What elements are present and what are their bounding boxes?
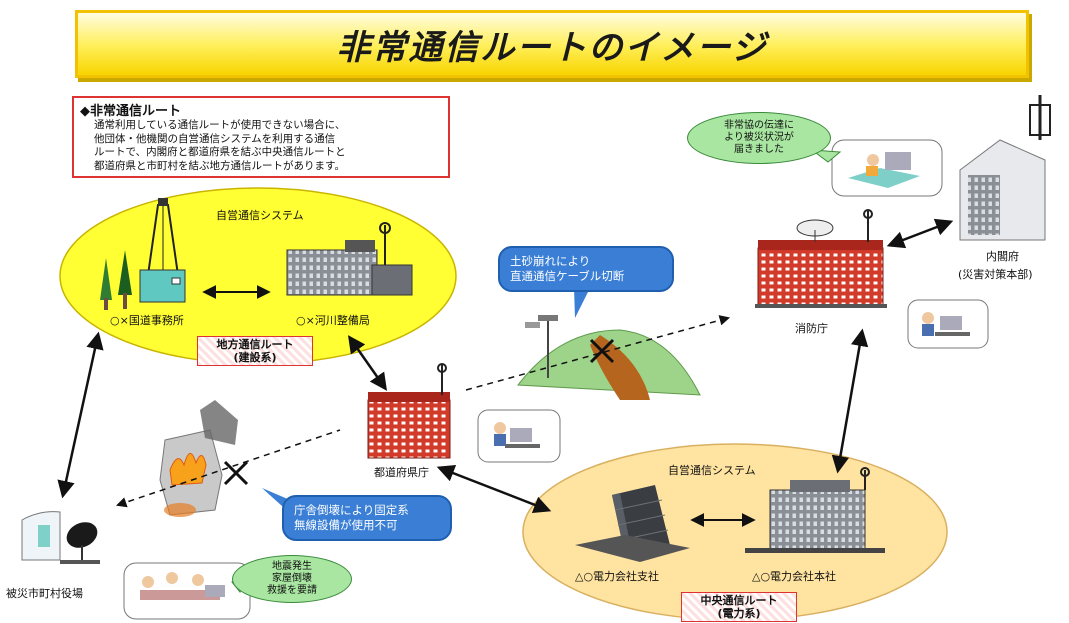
river-office-label: ○×河川整備局 xyxy=(296,314,370,327)
description-line: 都道府県と市町村を結ぶ地方通信ルートがあります。 xyxy=(94,159,345,172)
page-title: 非常通信ルートのイメージ xyxy=(336,27,768,68)
operator-inset-prefecture xyxy=(477,409,561,463)
description-line: 他団体・他機関の自営通信システムを利用する通信 xyxy=(94,132,336,145)
road-office-icon xyxy=(100,198,186,310)
central-route-tag-line2: (電力系) xyxy=(717,607,761,620)
municipality-bubble-line1: 地震発生 xyxy=(272,561,312,572)
power-branch-icon xyxy=(575,485,690,562)
central-route-tag: 中央通信ルート (電力系) xyxy=(681,592,797,622)
road-office-label: ○×国道事務所 xyxy=(110,314,184,327)
description-line: ルートで、内閣府と都道府県を結ぶ中央通信ルートと xyxy=(94,146,346,158)
municipality-label: 被災市町村役場 xyxy=(6,587,83,600)
cabinet-bubble-line2: より被災状況が xyxy=(724,132,794,143)
power-branch-label: △○電力会社支社 xyxy=(575,570,660,583)
operator-inset-municipality xyxy=(123,562,251,620)
central-oval-label: 自営通信システム xyxy=(668,464,756,477)
cabinet-office-sublabel: (災害対策本部) xyxy=(958,268,1033,281)
municipality-request-bubble: 地震発生 家屋倒壊 救援を要請 xyxy=(232,555,352,603)
description-box: ◆非常通信ルート 通常利用している通信ルートが使用できない場合に、 他団体・他機… xyxy=(72,96,450,178)
title-banner: 非常通信ルートのイメージ xyxy=(75,10,1029,78)
fire-agency-label: 消防庁 xyxy=(795,322,828,335)
power-hq-icon xyxy=(745,467,885,553)
arrow-regional-municipality xyxy=(57,331,104,499)
municipality-bubble-line3: 救援を要請 xyxy=(267,585,317,596)
landslide-bubble-line2: 直通通信ケーブル切断 xyxy=(510,269,625,283)
building-bubble-line2: 無線設備が使用不可 xyxy=(294,518,398,532)
prefecture-label: 都道府県庁 xyxy=(374,466,429,479)
building-collapse-bubble: 庁舎倒壊により固定系 無線設備が使用不可 xyxy=(282,495,452,541)
regional-route-tag-line1: 地方通信ルート xyxy=(216,338,294,351)
collapsed-building-icon xyxy=(159,400,238,517)
operator-inset-cabinet xyxy=(831,139,943,197)
regional-route-tag-line2: (建設系) xyxy=(233,351,277,364)
break-mark-building xyxy=(223,460,249,486)
cabinet-office-label: 内閣府 xyxy=(986,250,1019,263)
prefecture-building-icon xyxy=(367,363,451,459)
operator-inset-fire xyxy=(907,299,989,349)
landslide-bubble-tail xyxy=(574,288,590,318)
central-route-tag-line1: 中央通信ルート xyxy=(700,594,778,607)
cabinet-bubble-line1: 非常協の伝達に xyxy=(724,120,794,131)
landslide-bubble: 土砂崩れにより 直通通信ケーブル切断 xyxy=(498,246,674,292)
building-bubble-line1: 庁舎倒壊により固定系 xyxy=(294,503,409,517)
municipality-office-icon xyxy=(21,511,100,564)
cabinet-bubble-line3: 届きました xyxy=(734,144,784,155)
cabinet-report-bubble: 非常協の伝達に より被災状況が 届きました xyxy=(687,112,831,164)
arrow-fire-cabinet xyxy=(886,218,954,249)
arrow-regional-prefecture xyxy=(347,335,388,391)
river-office-icon xyxy=(286,222,413,296)
municipality-bubble-line2: 家屋倒壊 xyxy=(272,573,312,584)
landslide-bubble-line1: 土砂崩れにより xyxy=(510,254,591,268)
regional-oval-label: 自営通信システム xyxy=(216,209,304,222)
power-hq-label: △○電力会社本社 xyxy=(752,570,837,583)
description-heading: ◆非常通信ルート xyxy=(80,104,181,119)
arrow-fire-central xyxy=(831,328,869,474)
regional-route-tag: 地方通信ルート (建設系) xyxy=(197,336,313,366)
break-mark-landslide xyxy=(589,338,615,364)
description-line: 通常利用している通信ルートが使用できない場合に、 xyxy=(94,119,346,131)
fire-agency-building-icon xyxy=(755,209,887,308)
cabinet-bubble-tail xyxy=(810,149,842,163)
arrow-prefecture-central xyxy=(436,464,552,514)
cabinet-office-building-icon xyxy=(959,95,1051,241)
